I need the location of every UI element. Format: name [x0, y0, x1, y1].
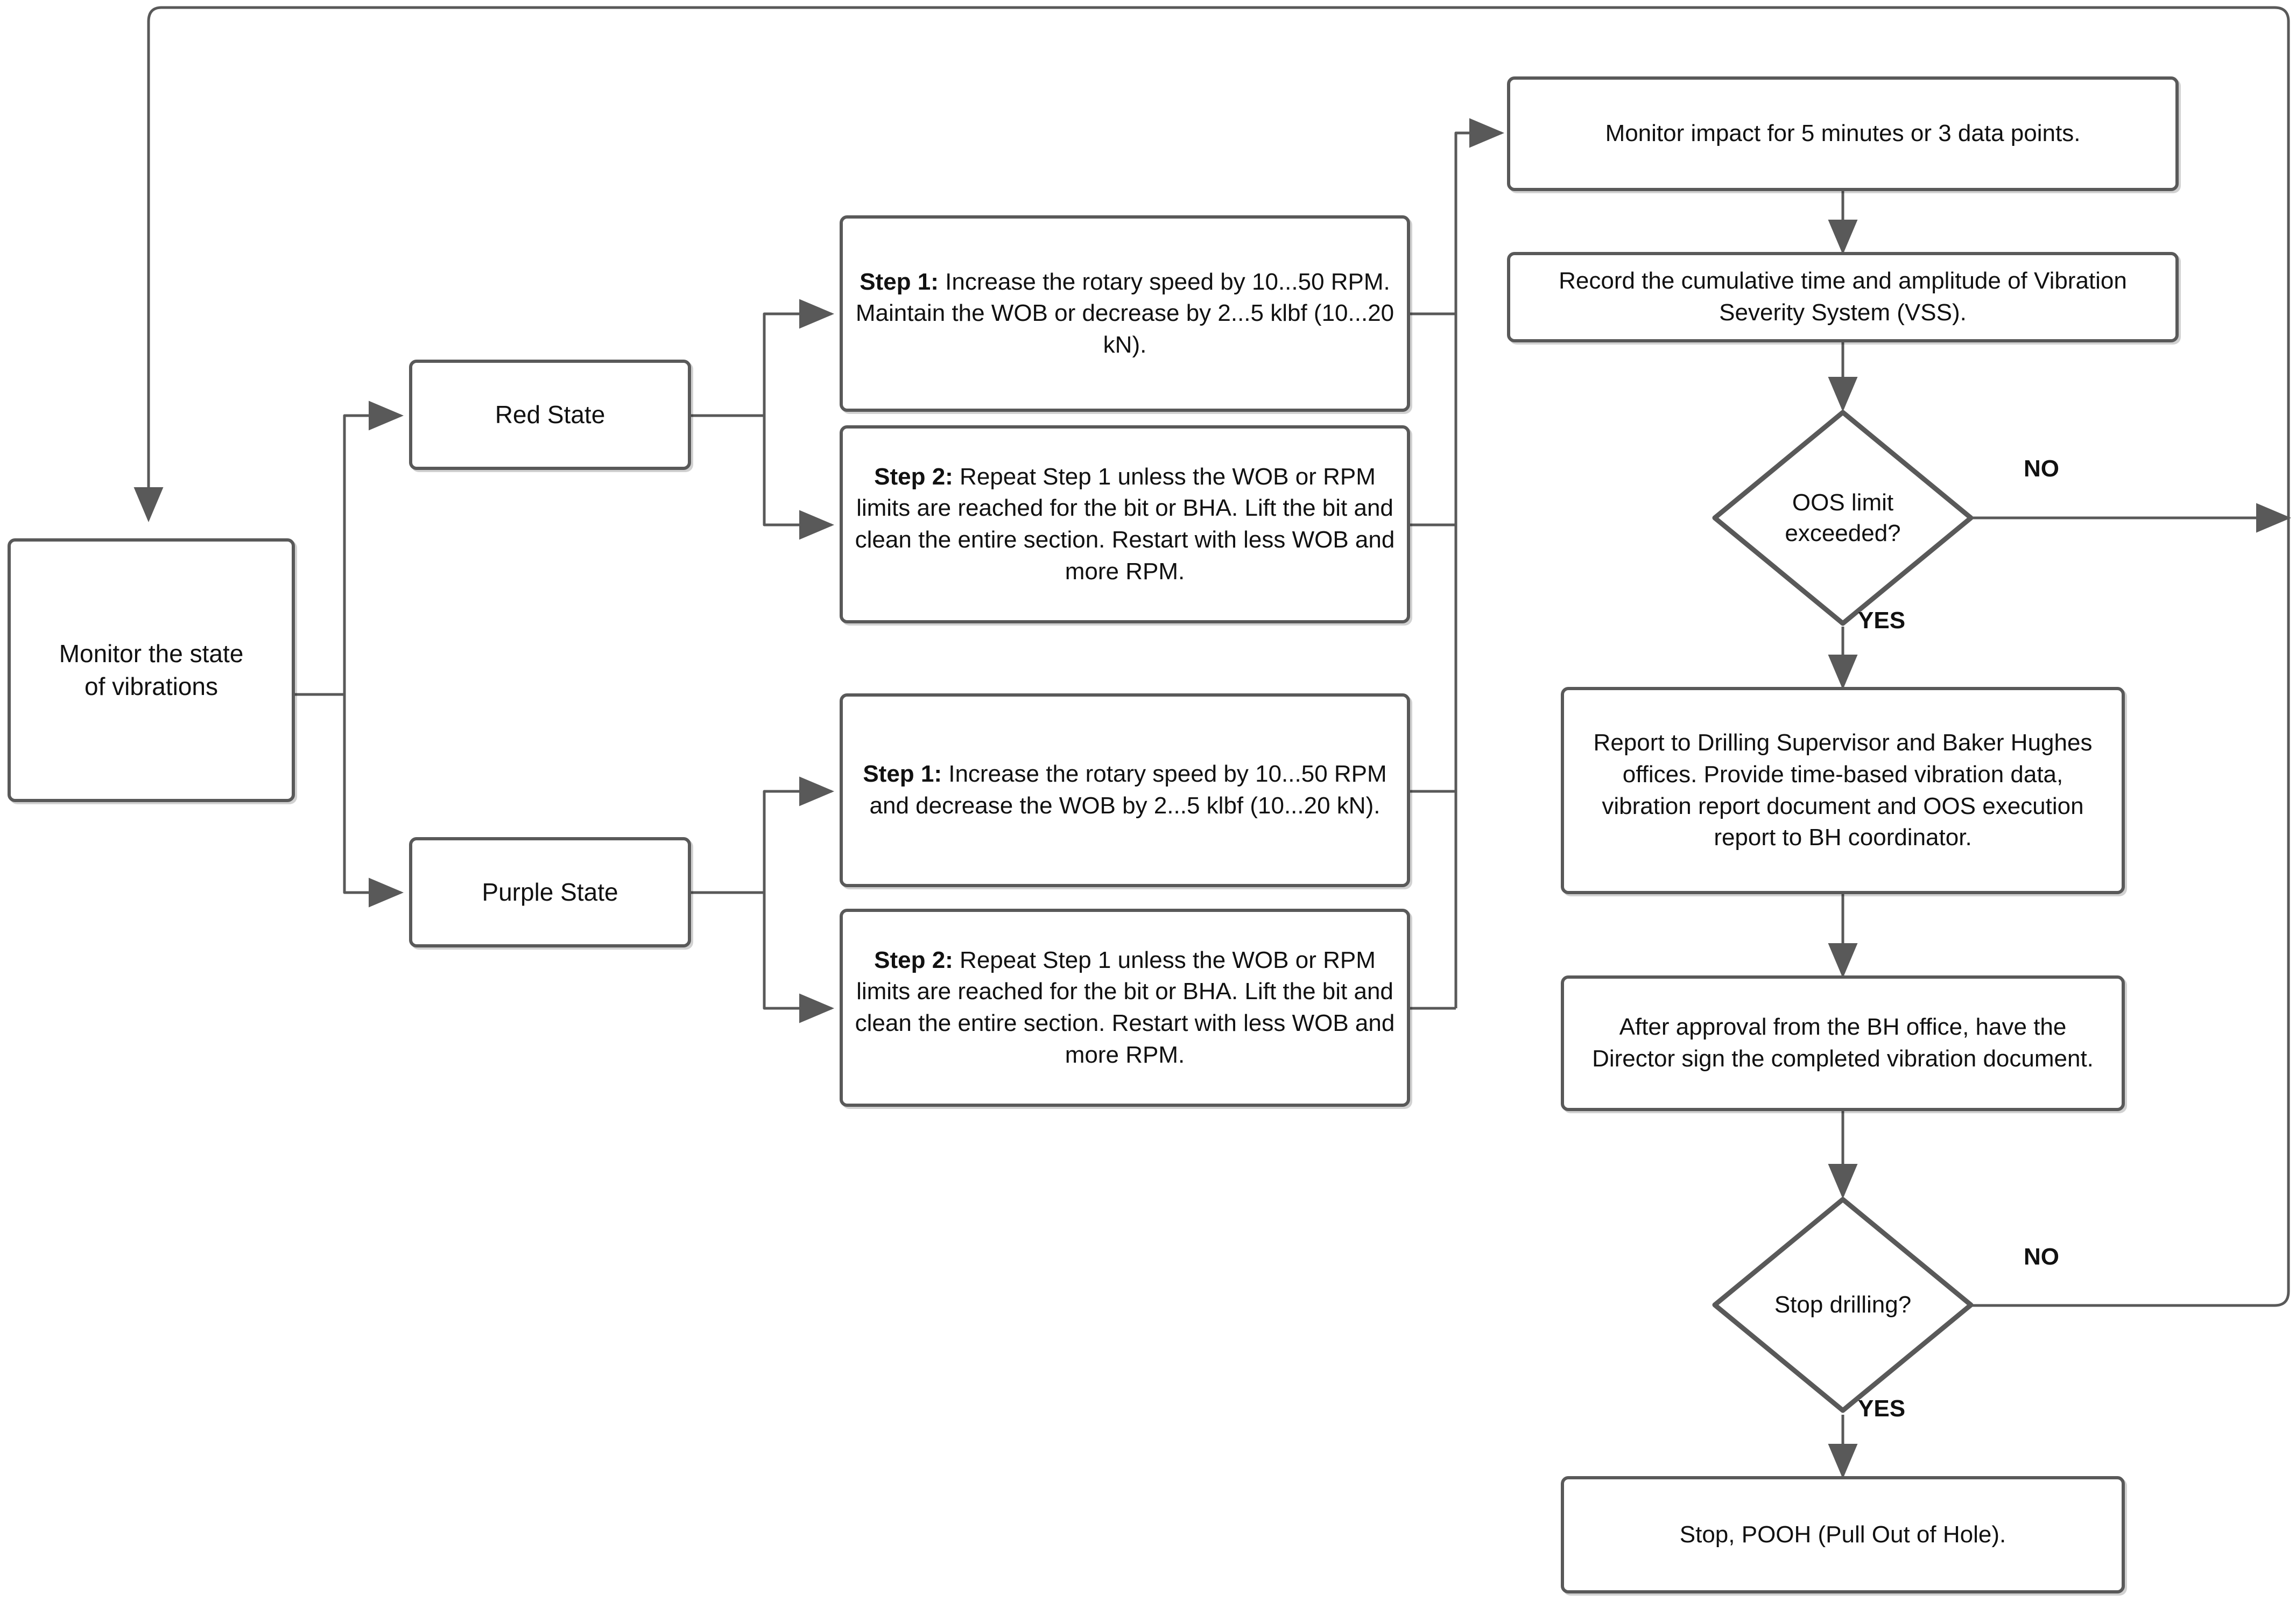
- node-director-sign[interactable]: After approval from the BH office, have …: [1561, 975, 2125, 1111]
- edge-loopback-top: [133, 6, 2290, 522]
- node-red-step2-label: Step 2: Repeat Step 1 unless the WOB or …: [855, 461, 1395, 587]
- node-purple-state[interactable]: Purple State: [409, 837, 691, 947]
- node-red-step1-body: Increase the rotary speed by 10...50 RPM…: [855, 268, 1394, 358]
- edge-red-to-step1: [763, 299, 834, 416]
- node-report-bh-label: Report to Drilling Supervisor and Baker …: [1593, 729, 2093, 851]
- edge-branch-to-red: [343, 401, 404, 694]
- node-stop-pooh[interactable]: Stop, POOH (Pull Out of Hole).: [1561, 1476, 2125, 1593]
- node-purple-step2-prefix: Step 2:: [874, 946, 953, 973]
- edge-purple-to-step2: [763, 893, 834, 1023]
- node-red-step1[interactable]: Step 1: Increase the rotary speed by 10.…: [840, 215, 1410, 412]
- edge-label-stop-yes: YES: [1858, 1395, 1906, 1422]
- node-record-vss[interactable]: Record the cumulative time and amplitude…: [1507, 252, 2179, 342]
- node-purple-step1[interactable]: Step 1: Increase the rotary speed by 10.…: [840, 693, 1410, 887]
- node-purple-step2-body: Repeat Step 1 unless the WOB or RPM limi…: [855, 946, 1395, 1068]
- edge-label-oos-yes: YES: [1858, 607, 1906, 634]
- edge-red-to-step2: [763, 416, 834, 540]
- edge-branch-to-purple: [343, 694, 404, 908]
- edge-purple-to-step1: [763, 776, 834, 893]
- node-red-step1-prefix: Step 1:: [860, 268, 939, 295]
- node-record-vss-label: Record the cumulative time and amplitude…: [1559, 268, 2127, 326]
- node-oos-decision[interactable]: OOS limit exceeded?: [1712, 409, 1974, 627]
- node-purple-step1-body: Increase the rotary speed by 10...50 RPM…: [869, 761, 1387, 819]
- node-purple-step2[interactable]: Step 2: Repeat Step 1 unless the WOB or …: [840, 909, 1410, 1107]
- node-director-sign-label: After approval from the BH office, have …: [1592, 1014, 2094, 1072]
- node-red-step2[interactable]: Step 2: Repeat Step 1 unless the WOB or …: [840, 425, 1410, 623]
- edge-label-stop-no: NO: [2024, 1244, 2059, 1270]
- node-red-step2-body: Repeat Step 1 unless the WOB or RPM limi…: [855, 463, 1395, 585]
- node-red-step1-label: Step 1: Increase the rotary speed by 10.…: [855, 266, 1395, 361]
- node-stop-pooh-label: Stop, POOH (Pull Out of Hole).: [1679, 1521, 2006, 1548]
- node-monitor-state-label: Monitor the state of vibrations: [59, 639, 244, 700]
- edge-stop-no-to-bus: [1948, 518, 2290, 1307]
- node-stop-decision[interactable]: Stop drilling?: [1712, 1196, 1974, 1414]
- node-purple-step2-label: Step 2: Repeat Step 1 unless the WOB or …: [855, 945, 1395, 1071]
- node-red-state-label: Red State: [495, 400, 605, 429]
- edge-label-oos-no: NO: [2024, 455, 2059, 482]
- edge-bus-to-monitor-impact: [1454, 118, 1504, 1008]
- node-purple-step1-label: Step 1: Increase the rotary speed by 10.…: [855, 759, 1395, 821]
- node-monitor-impact-label: Monitor impact for 5 minutes or 3 data p…: [1605, 120, 2081, 147]
- node-purple-step1-prefix: Step 1:: [863, 761, 942, 788]
- node-monitor-impact[interactable]: Monitor impact for 5 minutes or 3 data p…: [1507, 76, 2179, 191]
- node-report-bh[interactable]: Report to Drilling Supervisor and Baker …: [1561, 687, 2125, 894]
- node-monitor-state[interactable]: Monitor the state of vibrations: [8, 538, 295, 802]
- node-red-step2-prefix: Step 2:: [874, 463, 953, 490]
- node-purple-state-label: Purple State: [482, 877, 618, 906]
- node-red-state[interactable]: Red State: [409, 360, 691, 470]
